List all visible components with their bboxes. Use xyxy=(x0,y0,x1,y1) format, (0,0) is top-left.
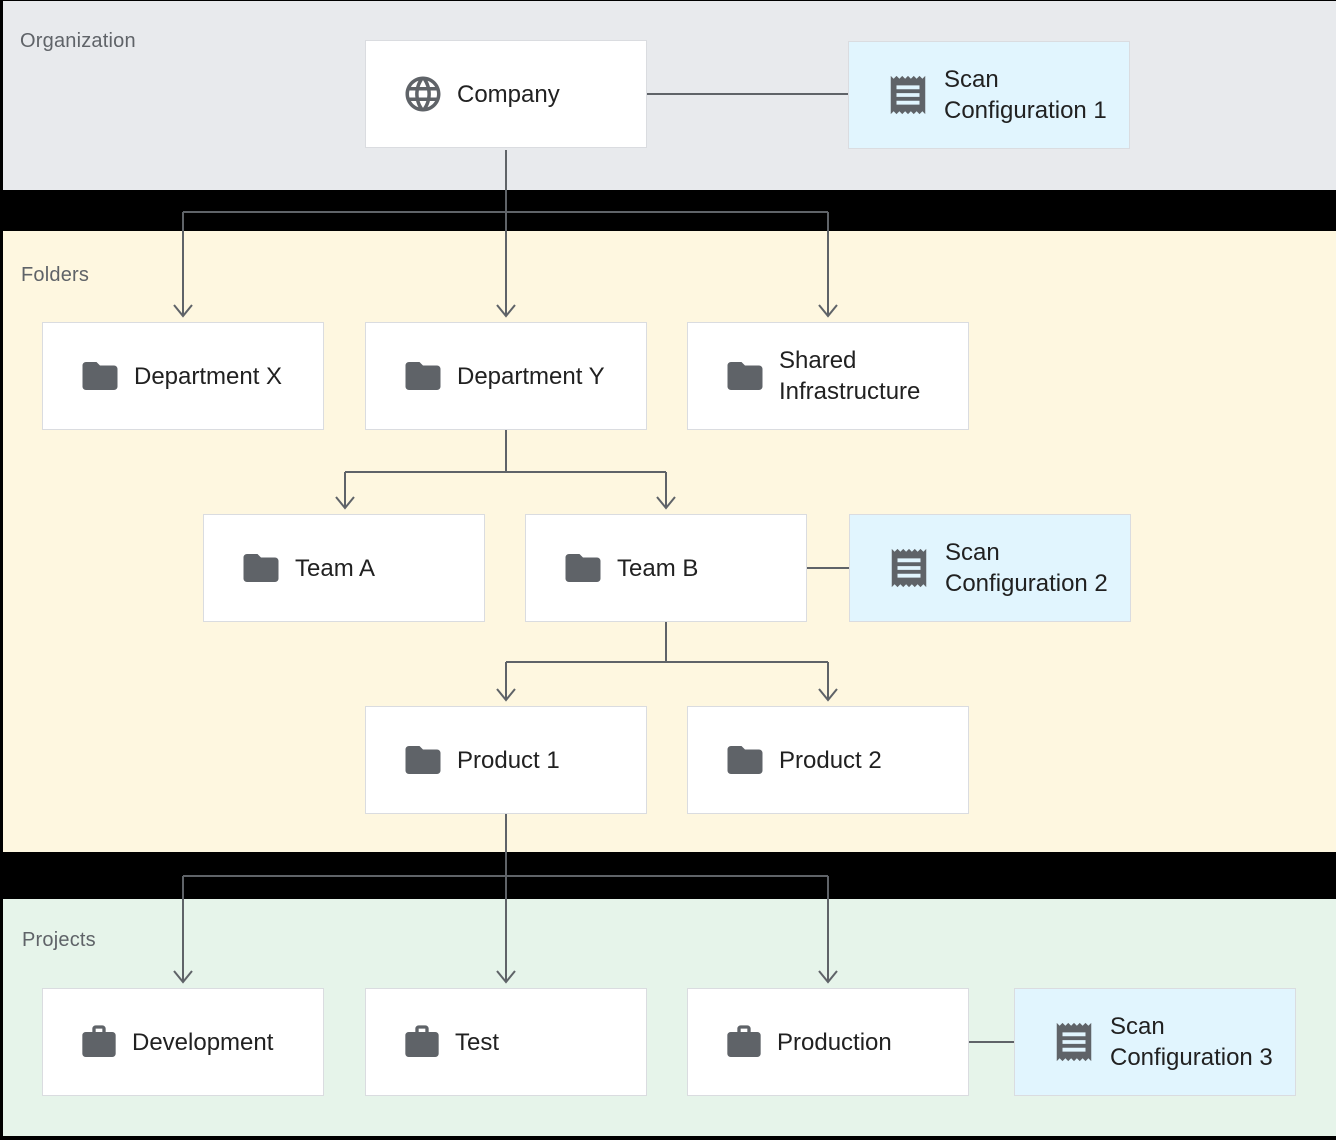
node-label: Product 1 xyxy=(457,746,560,774)
briefcase-icon xyxy=(79,1022,119,1062)
receipt-icon xyxy=(886,545,932,591)
briefcase-icon xyxy=(724,1022,764,1062)
folder-icon xyxy=(402,355,444,397)
node-label: Development xyxy=(132,1028,274,1056)
node-label: Department X xyxy=(134,362,283,390)
folder-icon xyxy=(402,739,444,781)
node-team-b: Team B xyxy=(525,514,807,622)
globe-icon xyxy=(402,73,444,115)
node-label: Department Y xyxy=(457,362,605,390)
projects-band-label: Projects xyxy=(22,929,96,951)
folder-icon xyxy=(724,355,766,397)
node-development: Development xyxy=(42,988,324,1096)
briefcase-icon xyxy=(402,1022,442,1062)
node-label: Team A xyxy=(295,554,376,582)
node-product-2: Product 2 xyxy=(687,706,969,814)
receipt-icon xyxy=(885,72,931,118)
node-label: Team B xyxy=(617,554,699,582)
folder-icon xyxy=(240,547,282,589)
receipt-icon xyxy=(1051,1019,1097,1065)
folder-icon xyxy=(562,547,604,589)
organization-band: Organization xyxy=(3,1,1336,190)
node-department-y: Department Y xyxy=(365,322,647,430)
node-label: Production xyxy=(777,1028,892,1056)
node-production: Production xyxy=(687,988,969,1096)
node-test: Test xyxy=(365,988,647,1096)
organization-band-label: Organization xyxy=(20,30,136,52)
node-company: Company xyxy=(365,40,647,148)
folder-icon xyxy=(79,355,121,397)
node-team-a: Team A xyxy=(203,514,485,622)
node-label: Product 2 xyxy=(779,746,882,774)
node-label: Company xyxy=(457,80,560,108)
node-department-x: Department X xyxy=(42,322,324,430)
folder-icon xyxy=(724,739,766,781)
folders-band-label: Folders xyxy=(21,264,90,286)
node-product-1: Product 1 xyxy=(365,706,647,814)
node-label: Test xyxy=(455,1028,500,1056)
